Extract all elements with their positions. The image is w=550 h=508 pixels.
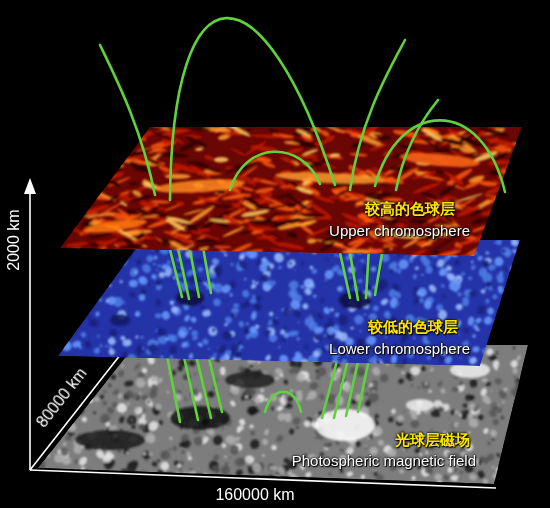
field-line: [265, 392, 301, 412]
dimension-label: 2000 km: [5, 209, 23, 270]
field-line: [178, 330, 198, 420]
field-line: [375, 120, 505, 192]
field-lines: [162, 330, 375, 422]
field-line: [100, 45, 155, 195]
plane-ground: [60, 127, 522, 256]
layer-label-en: Photospheric magnetic field: [292, 452, 476, 470]
dimension-label: 160000 km: [215, 486, 294, 504]
atmosphere-layer: 较低的色球层 Lower chromosphere: [58, 240, 520, 366]
field-line: [346, 230, 358, 300]
text-holder: 光球层磁场: [395, 431, 470, 449]
field-line: [162, 330, 180, 422]
field-line: [170, 18, 335, 200]
plane-texture: [49, 119, 534, 263]
atmosphere-layer: 光球层磁场 Photospheric magnetic field: [38, 345, 528, 484]
field-line: [358, 330, 375, 412]
field-line: [350, 40, 405, 190]
text-holder: Lower chromosphere: [329, 340, 470, 358]
text-holder: 较低的色球层: [368, 318, 458, 336]
field-line: [174, 230, 189, 299]
field-line: [190, 330, 211, 418]
layer-label-en: Lower chromosphere: [329, 340, 470, 358]
layer-label-zh: 光球层磁场: [395, 431, 470, 449]
layer-label-zh: 较高的色球层: [365, 200, 455, 218]
field-lines: [100, 18, 505, 200]
field-line: [334, 330, 355, 418]
field-line: [200, 230, 211, 293]
layer-label-zh: 较低的色球层: [368, 318, 458, 336]
axis-arrowhead: [24, 178, 36, 194]
dimension-holder: 2000 km: [5, 209, 23, 270]
field-line: [335, 230, 350, 298]
plane-texture: [53, 235, 522, 370]
field-line: [202, 330, 222, 412]
field-line: [375, 230, 386, 295]
field-line: [396, 100, 438, 190]
text-holder: 较高的色球层: [365, 200, 455, 218]
field-line: [165, 230, 182, 297]
text-holder: Photospheric magnetic field: [292, 452, 476, 470]
field-line: [186, 230, 199, 297]
field-lines: [165, 230, 386, 300]
field-line: [230, 152, 320, 190]
plane-ground: [58, 240, 520, 366]
dimension-holder: 160000 km: [215, 486, 294, 504]
atmosphere-layer: 较高的色球层 Upper chromosphere: [60, 127, 522, 256]
field-line: [346, 330, 365, 416]
text-holder: Upper chromosphere: [329, 222, 470, 240]
height-axis: [29, 190, 31, 470]
field-line: [322, 330, 345, 418]
field-line: [366, 230, 370, 298]
plane-ground: [38, 345, 528, 484]
layer-label-en: Upper chromosphere: [329, 222, 470, 240]
plane-texture: [34, 339, 533, 488]
